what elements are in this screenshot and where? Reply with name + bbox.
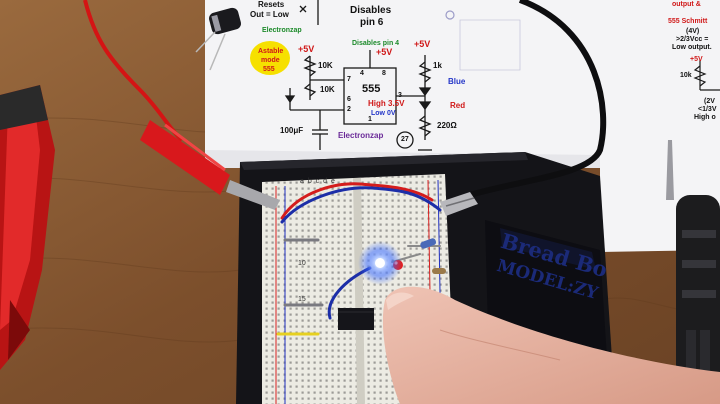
- supply-label-2: +5V: [376, 47, 393, 57]
- pin-2: 2: [347, 106, 351, 113]
- resistor-label-1k: 1k: [433, 61, 442, 70]
- capacitor-label: 100μF: [280, 126, 304, 135]
- pin-3: 3: [398, 92, 402, 99]
- resistor-label-10k-1: 10K: [318, 61, 333, 70]
- supply-label-1: +5V: [298, 44, 315, 54]
- threshold-label: >2/3Vcc =: [676, 36, 709, 43]
- high-output-label: High o: [694, 114, 716, 121]
- schematic-lines: [284, 0, 432, 151]
- breadboard-column-labels: a b c d e: [300, 178, 336, 185]
- black-probe-wire: [440, 0, 607, 216]
- disables-pin6-line1: Disables: [350, 5, 392, 16]
- pin-8: 8: [382, 70, 386, 77]
- supply-label-3: +5V: [414, 39, 431, 49]
- breadboard-row-15: 15: [298, 296, 306, 303]
- low-output-label: Low output.: [672, 44, 712, 51]
- four-volt-label: (4V): [686, 28, 700, 35]
- right-top-label: output &: [672, 1, 701, 8]
- right-sheet-lines: [445, 10, 720, 91]
- resistor-label-10k-2: 10K: [320, 85, 335, 94]
- resets-label: Resets: [258, 0, 285, 9]
- astable-badge-line1: Astable: [258, 48, 284, 55]
- output-low-label: Low 0V: [371, 110, 396, 117]
- capacitor-component: [195, 7, 241, 71]
- electronzap-label-2: Electronzap: [338, 131, 384, 140]
- blue-led-label: Blue: [448, 77, 466, 86]
- disables-pin6-line2: pin 6: [360, 17, 384, 28]
- screwdriver: [666, 140, 720, 404]
- red-alligator-clip: [0, 85, 55, 370]
- breadboard-row-10: 10: [298, 260, 306, 267]
- two-volt-label: (2V: [704, 98, 715, 105]
- page-number: 27: [401, 136, 409, 143]
- red-led-label: Red: [450, 101, 466, 110]
- disables-pin4-label: Disables pin 4: [352, 40, 400, 47]
- pin-4: 4: [360, 70, 364, 77]
- chip-label: 555: [362, 83, 381, 95]
- red-probe-wire: [83, 0, 280, 210]
- out-low-label: Out = Low: [250, 10, 289, 19]
- right-supply-label: +5V: [690, 56, 703, 63]
- schmitt-label: 555 Schmitt: [668, 18, 708, 25]
- pin-7: 7: [347, 76, 351, 83]
- ic-chip-555: [338, 308, 374, 330]
- right-resistor-label: 10k: [680, 72, 692, 79]
- astable-badge-line2: mode: [261, 57, 280, 64]
- lower-threshold-label: <1/3V: [698, 106, 717, 113]
- pin-6: 6: [347, 96, 351, 103]
- blue-led: [358, 241, 402, 285]
- electronzap-label-1: Electronzap: [262, 27, 302, 34]
- astable-badge: [250, 41, 290, 75]
- pointing-finger: [382, 286, 720, 404]
- output-high-label: High 3.5V: [368, 99, 405, 108]
- resistor-label-220: 220Ω: [437, 121, 457, 130]
- astable-badge-line3: 555: [263, 66, 275, 73]
- pin-1: 1: [368, 116, 372, 123]
- resistors: [420, 238, 446, 274]
